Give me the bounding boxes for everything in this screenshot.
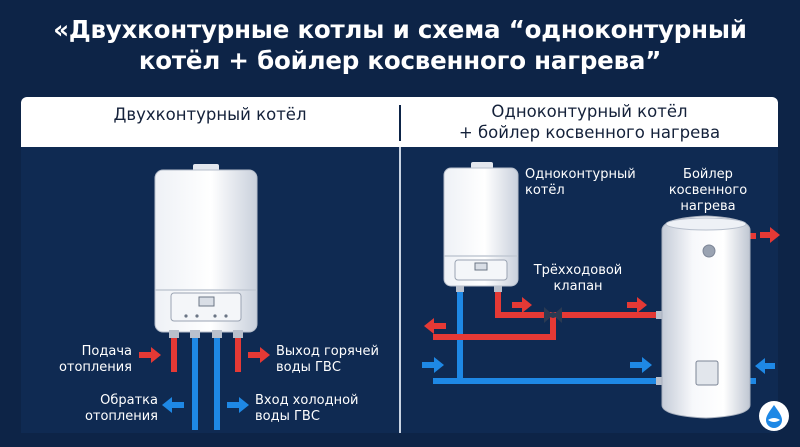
label-line: клапан <box>553 279 603 294</box>
arrow-right-icon <box>512 297 532 313</box>
label-hot-water-out: Выход горячей воды ГВС <box>276 344 396 376</box>
control-dot <box>213 314 217 318</box>
label-cold-water-in: Вход холодной воды ГВС <box>255 393 385 425</box>
fitting <box>233 330 243 338</box>
indirect-water-heater <box>661 215 751 419</box>
fitting <box>212 330 222 338</box>
label-line: воды ГВС <box>255 409 320 424</box>
fitting <box>494 286 502 292</box>
pipe-heating-branch <box>550 318 556 338</box>
valve-icon <box>544 307 553 323</box>
left-heading: Двухконтурный котёл <box>21 104 399 125</box>
label-line: отопления <box>84 409 158 424</box>
label-line: Подача <box>81 344 132 359</box>
double-circuit-boiler <box>154 164 258 430</box>
control-dot <box>224 314 228 318</box>
title-line-1: «Двухконтурные котлы и схема “одноконтур… <box>53 15 747 44</box>
header-divider <box>399 105 401 141</box>
label-line: косвенного <box>668 183 748 198</box>
right-heading-line-1: Одноконтурный котёл <box>491 102 688 121</box>
label-line: нагрева <box>680 199 736 214</box>
control-dot <box>195 314 199 318</box>
tank-top <box>665 217 747 231</box>
pipe-heating-out <box>433 334 556 340</box>
boiler-control-panel <box>170 292 242 322</box>
arrow-left-icon <box>424 318 446 334</box>
valve-center <box>550 312 556 318</box>
thermometer-icon <box>702 244 716 258</box>
fitting <box>169 330 179 338</box>
left-arrows <box>139 347 270 413</box>
arrow-right-icon <box>227 397 249 413</box>
label-three-way-valve: Трёхходовой клапан <box>528 263 628 295</box>
right-heading: Одноконтурный котёл + бойлер косвенного … <box>401 101 778 143</box>
title-line-2: котёл + бойлер косвенного нагрева” <box>138 46 662 75</box>
page-title: «Двухконтурные котлы и схема “одноконтур… <box>0 14 800 76</box>
arrow-right-icon <box>248 347 270 363</box>
inspection-hatch <box>695 360 719 386</box>
pipe-supply-horizontal <box>495 312 661 318</box>
tank-fitting <box>656 311 664 319</box>
label-line: Выход горячей <box>276 344 379 359</box>
water-drop-logo-icon <box>759 401 789 431</box>
valve-icon <box>553 307 562 323</box>
label-heating-return: Обратка отопления <box>40 393 158 425</box>
label-line: Одноконтурный <box>525 167 636 182</box>
fitting <box>456 286 464 292</box>
right-arrows <box>422 227 780 374</box>
boiler-display <box>198 296 215 307</box>
control-dot <box>184 314 188 318</box>
label-line: Обратка <box>100 393 158 408</box>
boiler-body <box>154 169 258 333</box>
pipe-hot-water-out <box>235 338 241 372</box>
label-line: котёл <box>525 183 565 198</box>
arrow-right-icon <box>630 357 652 373</box>
pipe-supply-vertical <box>495 292 501 316</box>
pipe-heating-supply <box>171 338 177 372</box>
column-divider <box>399 147 401 433</box>
right-heading-line-2: + бойлер косвенного нагрева <box>458 123 721 142</box>
pipe-cold-horizontal <box>433 378 663 384</box>
label-heating-supply: Подача отопления <box>40 344 132 376</box>
arrow-left-icon <box>755 358 775 374</box>
arrow-right-icon <box>139 347 161 363</box>
label-line: воды ГВС <box>276 360 341 375</box>
label-indirect-tank: Бойлер косвенного нагрева <box>656 167 760 215</box>
arrow-left-icon <box>162 397 184 413</box>
label-line: Вход холодной <box>255 393 359 408</box>
label-line: Трёхходовой <box>533 263 623 278</box>
label-single-circuit-boiler: Одноконтурный котёл <box>525 167 645 199</box>
tank-fitting <box>656 377 664 385</box>
arrow-right-icon <box>627 297 647 313</box>
arrow-right-icon <box>760 227 780 243</box>
pipe-cold-water-in <box>214 338 220 430</box>
fitting <box>190 330 200 338</box>
left-heading-text: Двухконтурный котёл <box>113 105 307 124</box>
boiler-display <box>474 262 488 271</box>
tank-body <box>661 215 751 419</box>
single-circuit-boiler <box>443 162 519 292</box>
label-line: Бойлер <box>683 167 733 182</box>
arrow-right-icon <box>422 357 444 373</box>
boiler-top-cap <box>471 162 493 169</box>
pipe-heating-return <box>192 338 198 430</box>
label-line: отопления <box>58 360 132 375</box>
